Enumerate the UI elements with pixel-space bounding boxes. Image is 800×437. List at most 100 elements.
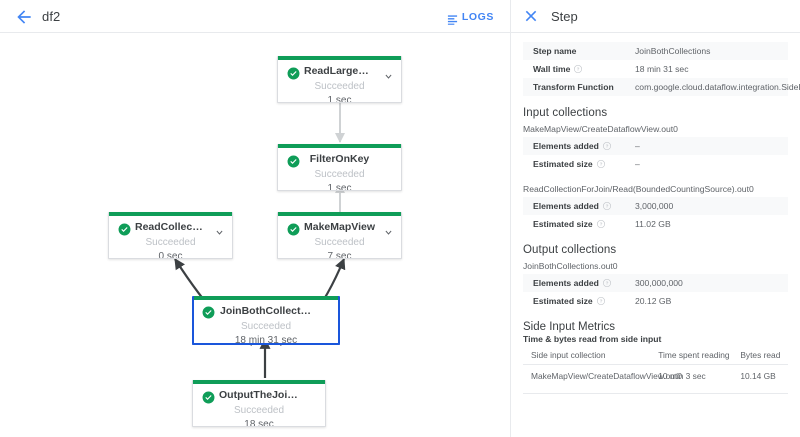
- node-duration: 18 min 31 sec: [234, 335, 298, 345]
- row-value: 18 min 31 sec: [635, 64, 689, 74]
- node-status: Succeeded: [233, 405, 285, 416]
- node-duration: 7 sec: [327, 251, 352, 259]
- arrow-back-icon[interactable]: [14, 7, 34, 27]
- table-row: Estimated size? 20.12 GB: [523, 292, 788, 310]
- row-label: Estimated size?: [523, 292, 633, 310]
- step-details-panel: Step Step name JoinBothCollections Wall …: [510, 0, 800, 437]
- logs-button-label: LOGS: [461, 11, 494, 23]
- row-value: –: [633, 137, 788, 155]
- graph-edges: [174, 102, 346, 378]
- row-value: 3,000,000: [633, 197, 788, 215]
- node-status-bar: [109, 212, 232, 216]
- node-status: Succeeded: [240, 321, 292, 332]
- row-label: Elements added?: [523, 137, 633, 155]
- success-check-icon: [287, 155, 300, 168]
- row-value: com.google.cloud.dataflow.integration.Si…: [633, 78, 800, 96]
- success-check-icon: [287, 67, 300, 80]
- help-icon[interactable]: ?: [574, 64, 583, 73]
- svg-text:?: ?: [605, 144, 608, 149]
- node-status: Succeeded: [314, 169, 365, 180]
- chevron-down-icon[interactable]: [384, 68, 393, 79]
- graph-node-filter-on-key[interactable]: FilterOnKey Succeeded 1 sec: [277, 144, 402, 191]
- node-duration: 0 sec: [158, 251, 183, 259]
- node-status-bar: [278, 144, 401, 148]
- side-input-metrics-subheading: Time & bytes read from side input: [523, 334, 662, 344]
- svg-text:?: ?: [599, 299, 602, 304]
- input-collection-table-1: Elements added? 3,000,000 Estimated size…: [523, 197, 788, 233]
- job-graph-pane: df2 LOGS: [0, 0, 510, 437]
- collection-name: JoinBothCollections.out0: [523, 261, 618, 271]
- chevron-down-icon[interactable]: [384, 224, 393, 235]
- node-title: OutputTheJoinedCollec...: [219, 389, 325, 401]
- graph-node-read-large-collection[interactable]: ReadLargeCollectionFr... Succeeded 1 sec: [277, 56, 402, 103]
- graph-node-join-both-collections[interactable]: JoinBothCollections Succeeded 18 min 31 …: [192, 296, 340, 345]
- node-status-bar: [193, 380, 325, 384]
- table-row: Estimated size? –: [523, 155, 788, 173]
- panel-body: Step name JoinBothCollections Wall time?…: [511, 33, 800, 437]
- step-summary-table: Step name JoinBothCollections Wall time?…: [523, 42, 800, 96]
- collection-name: MakeMapView/CreateDataflowView.out0: [523, 124, 678, 134]
- input-collection-table-0: Elements added? – Estimated size? –: [523, 137, 788, 173]
- svg-text:?: ?: [605, 281, 608, 286]
- success-check-icon: [202, 306, 215, 319]
- table-row: MakeMapView/CreateDataflowView.out0 10 m…: [523, 365, 788, 388]
- success-check-icon: [202, 391, 215, 404]
- row-value: 20.12 GB: [635, 296, 672, 306]
- node-duration: 18 sec: [244, 419, 274, 427]
- node-status-bar: [278, 56, 401, 60]
- help-icon[interactable]: ?: [602, 278, 611, 287]
- table-row: Wall time? 18 min 31 sec: [523, 60, 788, 78]
- row-label-text: Estimated size: [533, 159, 593, 169]
- row-label-text: Estimated size: [533, 219, 593, 229]
- table-row: Step name JoinBothCollections: [523, 42, 788, 60]
- cell-bytes-read: 10.14 GB: [740, 371, 776, 381]
- success-check-icon: [118, 223, 131, 236]
- node-status-bar: [278, 212, 401, 216]
- logs-list-icon: [447, 12, 458, 25]
- row-label-text: Elements added: [533, 201, 599, 211]
- help-icon[interactable]: ?: [602, 201, 611, 210]
- logs-button[interactable]: LOGS: [445, 6, 496, 28]
- table-row: Estimated size? 11.02 GB: [523, 215, 788, 233]
- row-label: Elements added?: [523, 197, 633, 215]
- help-icon[interactable]: ?: [602, 141, 611, 150]
- spacer: [523, 173, 788, 183]
- row-value: 11.02 GB: [635, 219, 671, 229]
- collection-name: ReadCollectionForJoin/Read(BoundedCounti…: [523, 184, 754, 194]
- row-label: Estimated size?: [523, 215, 633, 233]
- graph-node-make-map-view[interactable]: MakeMapView Succeeded 7 sec: [277, 212, 402, 259]
- job-toolbar: df2 LOGS: [0, 0, 510, 33]
- row-label: Estimated size?: [523, 155, 633, 173]
- help-icon[interactable]: ?: [596, 296, 605, 305]
- node-title: ReadCollectionForJoin: [135, 221, 232, 233]
- graph-node-output-the-joined-collection[interactable]: OutputTheJoinedCollec... Succeeded 18 se…: [192, 380, 326, 427]
- row-label: Elements added?: [523, 274, 633, 292]
- row-value: JoinBothCollections: [633, 42, 788, 60]
- help-icon[interactable]: ?: [596, 159, 605, 168]
- row-label-text: Wall time: [533, 64, 571, 74]
- cell-collection: MakeMapView/CreateDataflowView.out0: [531, 371, 682, 381]
- success-check-icon: [287, 223, 300, 236]
- panel-header: Step: [511, 0, 800, 33]
- table-row: Elements added? –: [523, 137, 788, 155]
- table-header-row: Side input collection Time spent reading…: [523, 347, 788, 365]
- close-icon[interactable]: [523, 8, 539, 24]
- panel-title: Step: [551, 9, 578, 24]
- side-input-metrics-heading: Side Input Metrics: [523, 321, 616, 333]
- input-collections-heading: Input collections: [523, 107, 608, 119]
- help-icon[interactable]: ?: [596, 219, 605, 228]
- cell-time-spent: 10 min 3 sec: [658, 371, 706, 381]
- output-collections-heading: Output collections: [523, 244, 617, 256]
- node-status-bar: [194, 296, 338, 300]
- chevron-down-icon[interactable]: [215, 224, 224, 235]
- column-header-bytes: Bytes read: [732, 347, 788, 365]
- pipeline-graph-canvas[interactable]: ReadLargeCollectionFr... Succeeded 1 sec: [0, 33, 510, 437]
- graph-node-read-collection-for-join[interactable]: ReadCollectionForJoin Succeeded 0 sec: [108, 212, 233, 259]
- node-title: MakeMapView: [304, 221, 376, 233]
- node-status: Succeeded: [314, 237, 365, 248]
- row-label: Step name: [523, 42, 633, 60]
- table-row: Elements added? 300,000,000: [523, 274, 788, 292]
- svg-text:?: ?: [605, 204, 608, 209]
- table-row: Transform Function com.google.cloud.data…: [523, 78, 800, 96]
